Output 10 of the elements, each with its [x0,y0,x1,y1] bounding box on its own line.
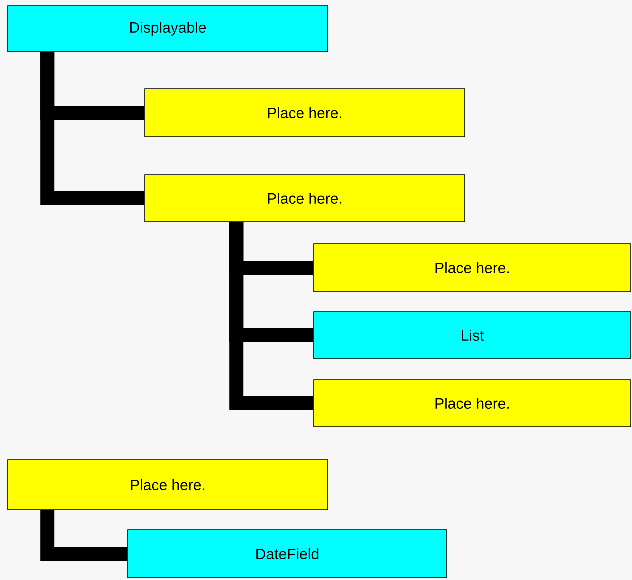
connector-line [40,52,145,206]
class-box: Place here. [144,88,466,138]
connector-line [230,222,314,410]
class-box: Place here. [314,380,632,428]
class-box: Place here. [314,244,632,292]
class-box: DateField [128,530,448,578]
class-box: List [314,312,632,360]
class-box: Place here. [144,174,466,222]
class-box: Displayable [8,6,328,52]
class-box: Place here. [8,460,328,510]
